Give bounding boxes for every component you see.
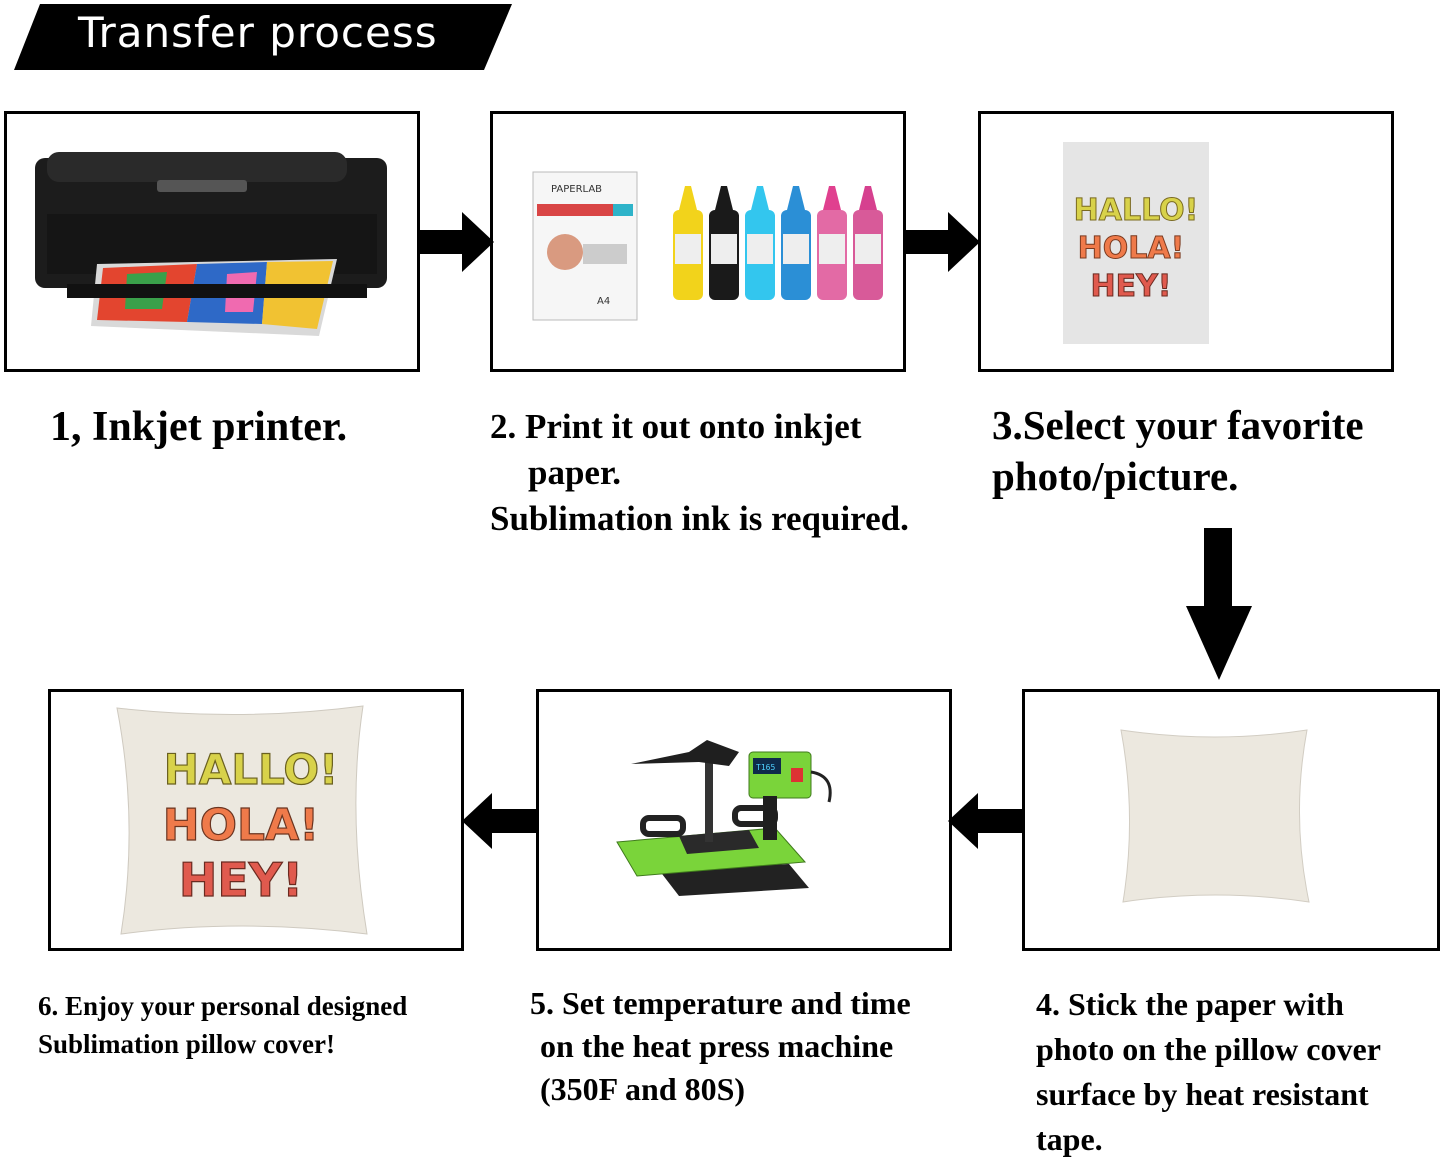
heat-press-icon: T165 <box>616 740 832 896</box>
step4-caption-line: 4. Stick the paper with <box>1036 986 1344 1022</box>
pillow-design-line-2: HOLA! <box>163 800 319 851</box>
step5-caption: 5. Set temperature and time on the heat … <box>530 982 911 1111</box>
step5-image-box: T165 <box>536 689 952 951</box>
paper-brand-label: PAPERLAB <box>551 184 602 195</box>
step1-image-box <box>4 111 420 372</box>
step2-caption-line: Sublimation ink is required. <box>490 499 909 538</box>
step2-caption-line: 2. Print it out onto inkjet <box>490 407 862 446</box>
step6-caption-line: Sublimation pillow cover! <box>38 1029 336 1059</box>
printer-icon <box>35 152 387 336</box>
step2-image-box: PAPERLAB A4 <box>490 111 906 372</box>
finished-pillow-icon: HALLO! HOLA! HEY! <box>116 705 368 935</box>
arrow-left-icon <box>462 793 536 849</box>
design-line-2: HOLA! <box>1078 231 1185 266</box>
page-title: Transfer process <box>78 8 438 57</box>
step3-caption: 3.Select your favorite photo/picture. <box>992 400 1364 502</box>
step3-image-box: HALLO! HOLA! HEY! <box>978 111 1394 372</box>
step4-caption: 4. Stick the paper with photo on the pil… <box>1036 982 1381 1162</box>
step4-caption-line: surface by heat resistant <box>1036 1076 1369 1112</box>
design-print-icon: HALLO! HOLA! HEY! <box>1063 142 1209 344</box>
arrow-left-icon <box>948 793 1022 849</box>
step5-caption-line: on the heat press machine <box>540 1028 894 1064</box>
step5-caption-line: 5. Set temperature and time <box>530 985 911 1021</box>
arrow-down-icon <box>1186 528 1252 680</box>
banner-shape <box>14 4 512 70</box>
step6-caption-line: 6. Enjoy your personal designed <box>38 991 408 1021</box>
step2-caption-line: paper. <box>528 453 622 492</box>
step6-image-box: HALLO! HOLA! HEY! <box>48 689 464 951</box>
pillow-design-line-3: HEY! <box>179 853 303 907</box>
step1-caption: 1, Inkjet printer. <box>50 402 347 452</box>
step2-caption: 2. Print it out onto inkjet paper. Subli… <box>490 404 909 542</box>
step4-image-box <box>1022 689 1440 951</box>
arrow-right-icon <box>418 212 494 272</box>
arrow-right-icon <box>904 212 980 272</box>
design-line-1: HALLO! <box>1074 193 1199 228</box>
ink-bottles <box>673 186 883 300</box>
step4-caption-line: photo on the pillow cover <box>1036 1031 1381 1067</box>
blank-pillow-icon <box>1120 729 1310 903</box>
press-display-label: T165 <box>756 763 775 772</box>
pillow-design-line-1: HALLO! <box>164 745 339 794</box>
design-line-3: HEY! <box>1090 269 1171 304</box>
paper-and-ink-icon: PAPERLAB A4 <box>532 171 883 321</box>
header-banner: Transfer process <box>0 0 520 72</box>
paper-size-label: A4 <box>597 296 610 307</box>
step4-caption-line: tape. <box>1036 1121 1103 1157</box>
step3-caption-line: photo/picture. <box>992 453 1239 499</box>
step3-caption-line: 3.Select your favorite <box>992 402 1364 448</box>
step1-caption-line: 1, Inkjet printer. <box>50 404 348 450</box>
step5-caption-line: (350F and 80S) <box>540 1071 746 1107</box>
step6-caption: 6. Enjoy your personal designed Sublimat… <box>38 987 407 1063</box>
